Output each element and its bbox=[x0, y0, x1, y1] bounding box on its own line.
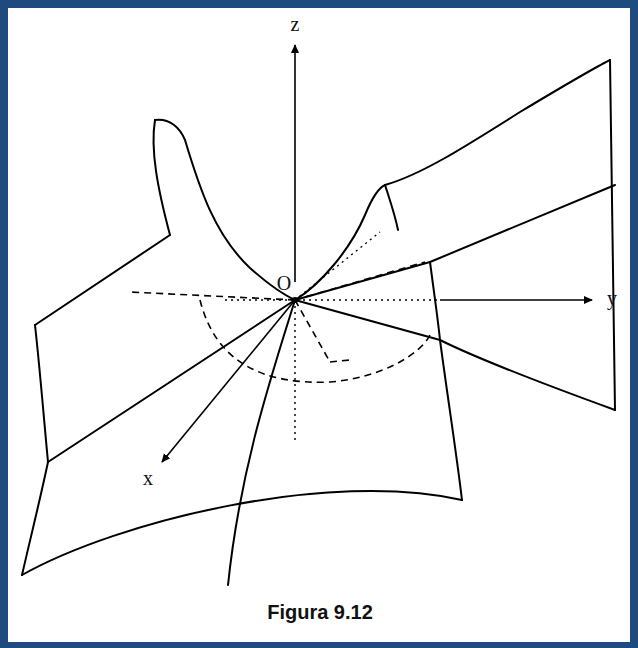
hidden-lines bbox=[130, 262, 430, 382]
hidden-curve bbox=[200, 300, 430, 382]
figure-caption: Figura 9.12 bbox=[267, 601, 373, 624]
y-axis bbox=[440, 299, 592, 301]
sheet-edge bbox=[35, 325, 48, 462]
z-axis bbox=[294, 45, 296, 282]
sheet-edge bbox=[22, 462, 48, 575]
origin-dot bbox=[292, 297, 298, 303]
axis-label: x bbox=[143, 468, 153, 488]
axis-dotted bbox=[225, 232, 440, 440]
ruling-line bbox=[295, 300, 440, 340]
hidden-line bbox=[295, 300, 330, 362]
hidden-line bbox=[330, 360, 350, 362]
axis-hidden bbox=[295, 232, 380, 300]
surface-outline bbox=[22, 60, 615, 585]
ruling-line bbox=[48, 300, 295, 462]
hidden-line bbox=[130, 292, 295, 300]
sheet-edge bbox=[430, 262, 462, 500]
ridge-curve bbox=[228, 300, 295, 585]
origin-label: O bbox=[277, 273, 291, 293]
wing-curve bbox=[155, 120, 295, 300]
hidden-line bbox=[295, 262, 425, 300]
axis-label: z bbox=[291, 14, 300, 34]
axis-hidden bbox=[294, 300, 295, 440]
sheet-edge bbox=[35, 235, 170, 325]
axis-label: y bbox=[607, 288, 617, 308]
ruling-line bbox=[430, 185, 615, 262]
ruling-line bbox=[295, 262, 430, 300]
axis-hidden bbox=[225, 299, 440, 300]
wing-curve bbox=[295, 185, 385, 300]
axes bbox=[162, 45, 592, 462]
sheet-edge bbox=[385, 185, 398, 230]
x-axis bbox=[162, 300, 295, 462]
sheet-edge bbox=[610, 60, 615, 410]
sheet-edge bbox=[22, 491, 462, 575]
sheet-edge bbox=[385, 60, 610, 185]
sheet-edge bbox=[440, 340, 615, 410]
wing-edge bbox=[153, 120, 170, 235]
